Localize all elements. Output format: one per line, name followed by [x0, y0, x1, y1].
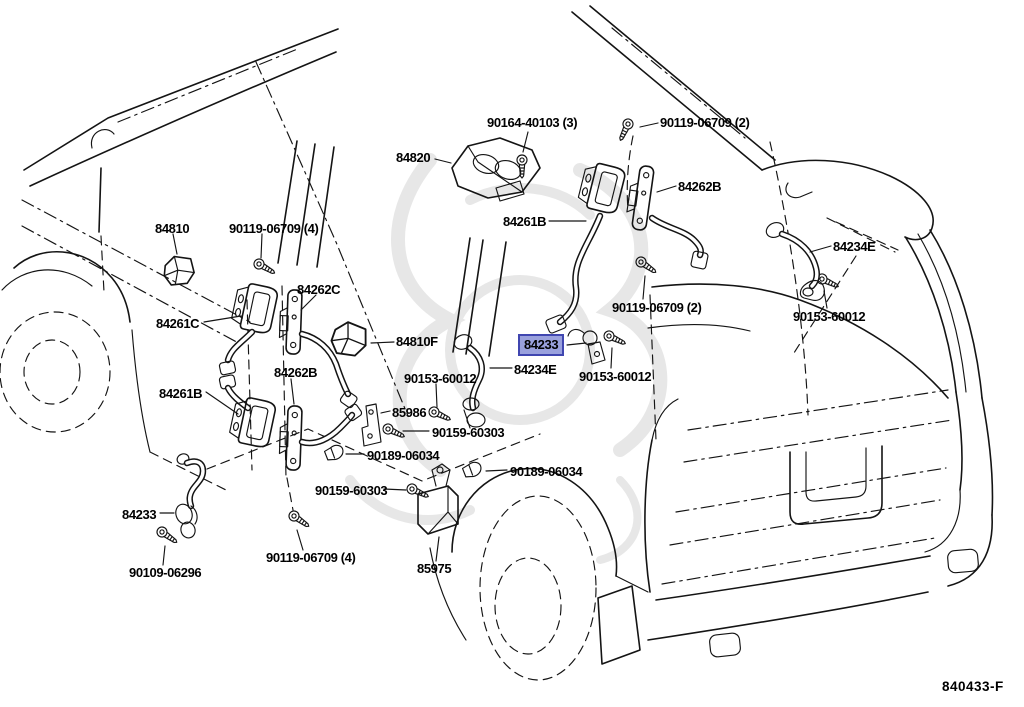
- part-label-84820[interactable]: 84820: [396, 150, 431, 165]
- part-label-84261B[interactable]: 84261B: [159, 386, 203, 401]
- screw-90109-06296: [154, 524, 181, 547]
- part-label-90189-06034[interactable]: 90189-06034: [510, 464, 583, 479]
- part-label-84233[interactable]: 84233: [122, 507, 157, 522]
- part-label-85986[interactable]: 85986: [392, 405, 427, 420]
- part-label-84234E[interactable]: 84234E: [833, 239, 876, 254]
- screw-90119-06709-bottom: [286, 508, 313, 531]
- part-label-84810[interactable]: 84810: [155, 221, 190, 236]
- part-label-84810F[interactable]: 84810F: [396, 334, 438, 349]
- part-label-90159-60303[interactable]: 90159-60303: [432, 425, 505, 440]
- part-label-90164-40103-3[interactable]: 90164-40103 (3): [487, 115, 578, 130]
- part-85986-bracket: [361, 403, 382, 447]
- part-84820-power-window-switch: [451, 137, 541, 202]
- part-label-90119-06709-2[interactable]: 90119-06709 (2): [660, 115, 750, 130]
- screw-90119-06709-left: [251, 256, 278, 278]
- part-84261b-left-harness: [218, 374, 278, 450]
- part-label-85975[interactable]: 85975: [417, 561, 452, 576]
- part-85975-control-unit: [417, 463, 459, 535]
- part-84262b-left-switch: [278, 403, 363, 472]
- part-84233-center-switch: [567, 328, 606, 365]
- part-84234e-rear-harness: [765, 222, 825, 301]
- part-label-90119-06709-2[interactable]: 90119-06709 (2): [612, 300, 702, 315]
- part-label-90153-60012[interactable]: 90153-60012: [404, 371, 477, 386]
- part-84261c-harness: [218, 280, 280, 376]
- figure-code: 840433-F: [942, 679, 1004, 694]
- part-label-90119-06709-4[interactable]: 90119-06709 (4): [266, 550, 356, 565]
- part-label-84233[interactable]: 84233: [518, 334, 565, 356]
- part-84262b-top-switch: [623, 163, 709, 270]
- screw-90119-06709-top: [615, 116, 636, 144]
- part-label-90189-06034[interactable]: 90189-06034: [367, 448, 440, 463]
- part-label-90119-06709-4[interactable]: 90119-06709 (4): [229, 221, 319, 236]
- part-84810f-switch: [328, 319, 370, 358]
- clip-90189-06034-left: [323, 443, 346, 463]
- part-illustrations: [154, 116, 842, 547]
- part-label-90153-60012[interactable]: 90153-60012: [793, 309, 866, 324]
- screw-90153-60012-left: [426, 404, 454, 425]
- part-84810-switch: [161, 253, 196, 287]
- part-84233-bottom-harness: [175, 453, 207, 539]
- vehicle-body: [0, 5, 994, 681]
- part-label-90153-60012[interactable]: 90153-60012: [579, 369, 652, 384]
- part-84234e-mid-harness: [453, 334, 486, 429]
- part-label-84261C[interactable]: 84261C: [156, 316, 200, 331]
- part-label-84262B[interactable]: 84262B: [678, 179, 722, 194]
- part-84262c-switch: [278, 288, 358, 409]
- part-label-90159-60303[interactable]: 90159-60303: [315, 483, 388, 498]
- clip-90189-06034-mid: [461, 460, 484, 480]
- leader-lines: [159, 122, 832, 566]
- part-label-84262B[interactable]: 84262B: [274, 365, 318, 380]
- part-label-84262C[interactable]: 84262C: [297, 282, 341, 297]
- part-label-90109-06296[interactable]: 90109-06296: [129, 565, 202, 580]
- part-84261b-top-harness: [545, 159, 628, 334]
- part-label-84261B[interactable]: 84261B: [503, 214, 547, 229]
- screw-90153-60012-center: [601, 328, 629, 349]
- part-label-84234E[interactable]: 84234E: [514, 362, 557, 377]
